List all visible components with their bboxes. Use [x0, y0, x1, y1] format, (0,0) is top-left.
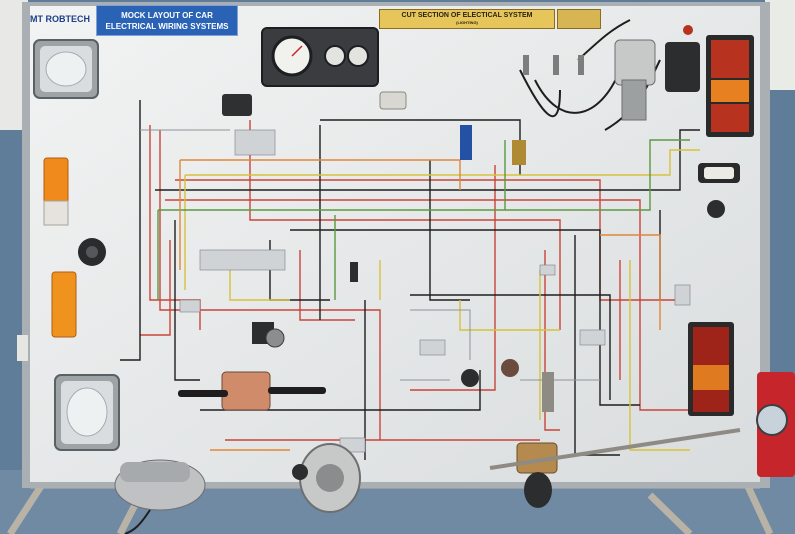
board-title-line1: MOCK LAYOUT OF CAR — [121, 11, 213, 20]
distributor — [614, 39, 656, 121]
board-title-plate: MOCK LAYOUT OF CAR ELECTRICAL WIRING SYS… — [96, 5, 238, 36]
fuel-cap-sensor — [707, 200, 725, 218]
knob-1 — [461, 369, 479, 387]
knob-2 — [501, 359, 519, 377]
courtesy-lamp — [379, 91, 407, 110]
spark-plug-3 — [578, 55, 584, 75]
wall-socket — [17, 335, 28, 361]
spark-plug-1 — [523, 55, 529, 75]
ignition-coil — [665, 25, 700, 92]
starter-motor — [114, 459, 206, 534]
taillamp-bottom — [688, 322, 734, 416]
section-title-plate: CUT SECTION OF ELECTICAL SYSTEM (LIGHTIN… — [379, 9, 555, 29]
maker-badge — [557, 9, 601, 29]
terminal-labels — [179, 129, 691, 453]
instrument-cluster — [261, 27, 379, 87]
alternator — [292, 443, 361, 513]
brake-switch — [460, 125, 472, 160]
horn — [78, 238, 106, 266]
wiring-harness — [120, 100, 700, 460]
board-title-line2: ELECTRICAL WIRING SYSTEMS — [105, 22, 229, 31]
spark-plug-2 — [553, 55, 559, 75]
headlamp-top — [33, 39, 99, 99]
headlamp-bottom — [54, 374, 120, 451]
wiper-motor — [489, 428, 741, 508]
taillamp-top — [706, 35, 754, 137]
brand-logo: MT ROBTECH — [30, 14, 90, 24]
section-subtitle: (LIGHTING) — [456, 20, 478, 25]
indicator-lamp-bottom — [51, 271, 77, 338]
section-title: CUT SECTION OF ELECTICAL SYSTEM — [401, 12, 533, 19]
combination-switch — [178, 371, 326, 411]
bracket — [542, 372, 554, 412]
switch-small — [222, 94, 252, 116]
toggle-switch — [350, 262, 358, 282]
pressure-switch — [512, 140, 526, 165]
